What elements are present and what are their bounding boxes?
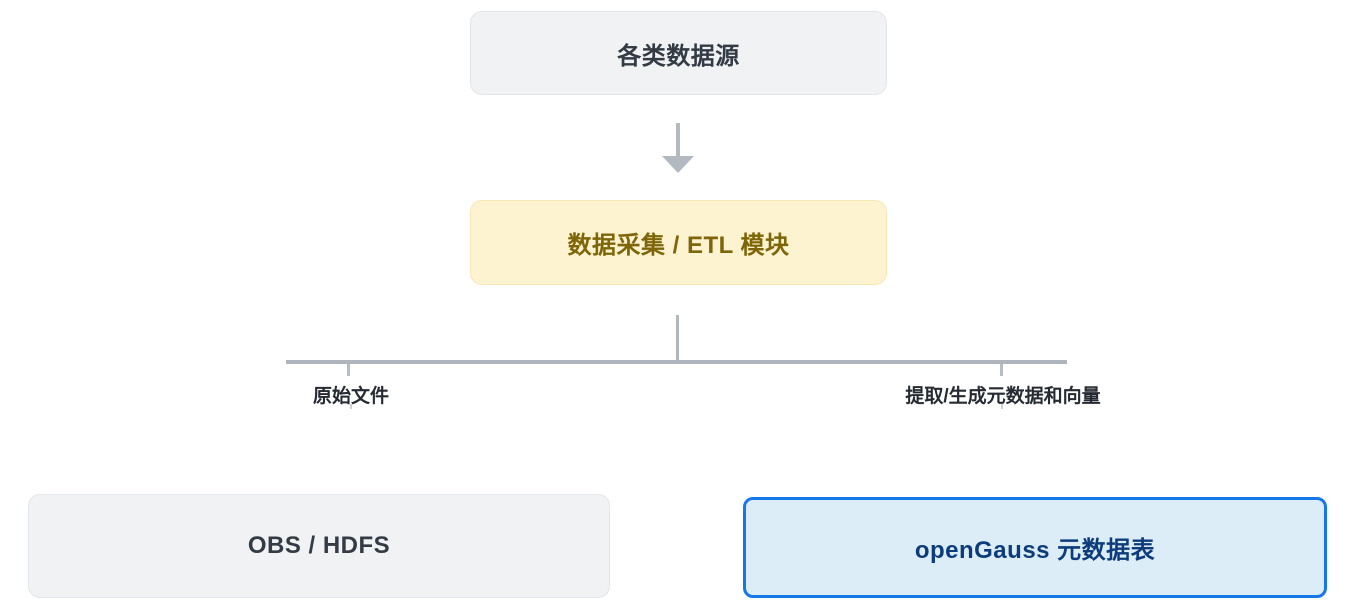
connector-tick-faint-right <box>1001 404 1003 409</box>
node-etl-module: 数据采集 / ETL 模块 <box>470 200 887 285</box>
node-data-sources: 各类数据源 <box>470 11 887 95</box>
node-data-sources-label: 各类数据源 <box>617 42 740 70</box>
arrow-down-shaft <box>676 123 680 157</box>
edge-label-raw-files: 原始文件 <box>312 386 389 407</box>
node-obs-hdfs: OBS / HDFS <box>28 494 610 598</box>
arrow-down-icon <box>662 156 694 173</box>
connector-horizontal <box>286 360 1067 364</box>
node-etl-module-label: 数据采集 / ETL 模块 <box>567 232 790 259</box>
connector-vertical <box>676 315 679 362</box>
node-opengauss-metadata-table: openGauss 元数据表 <box>743 497 1327 598</box>
connector-tick-faint-left <box>350 404 352 409</box>
node-obs-hdfs-label: OBS / HDFS <box>247 532 391 559</box>
edge-label-extract-metadata: 提取/生成元数据和向量 <box>905 386 1101 407</box>
node-opengauss-metadata-table-label: openGauss 元数据表 <box>914 537 1156 564</box>
connector-tick-right <box>1000 364 1003 376</box>
connector-tick-left <box>347 364 350 376</box>
